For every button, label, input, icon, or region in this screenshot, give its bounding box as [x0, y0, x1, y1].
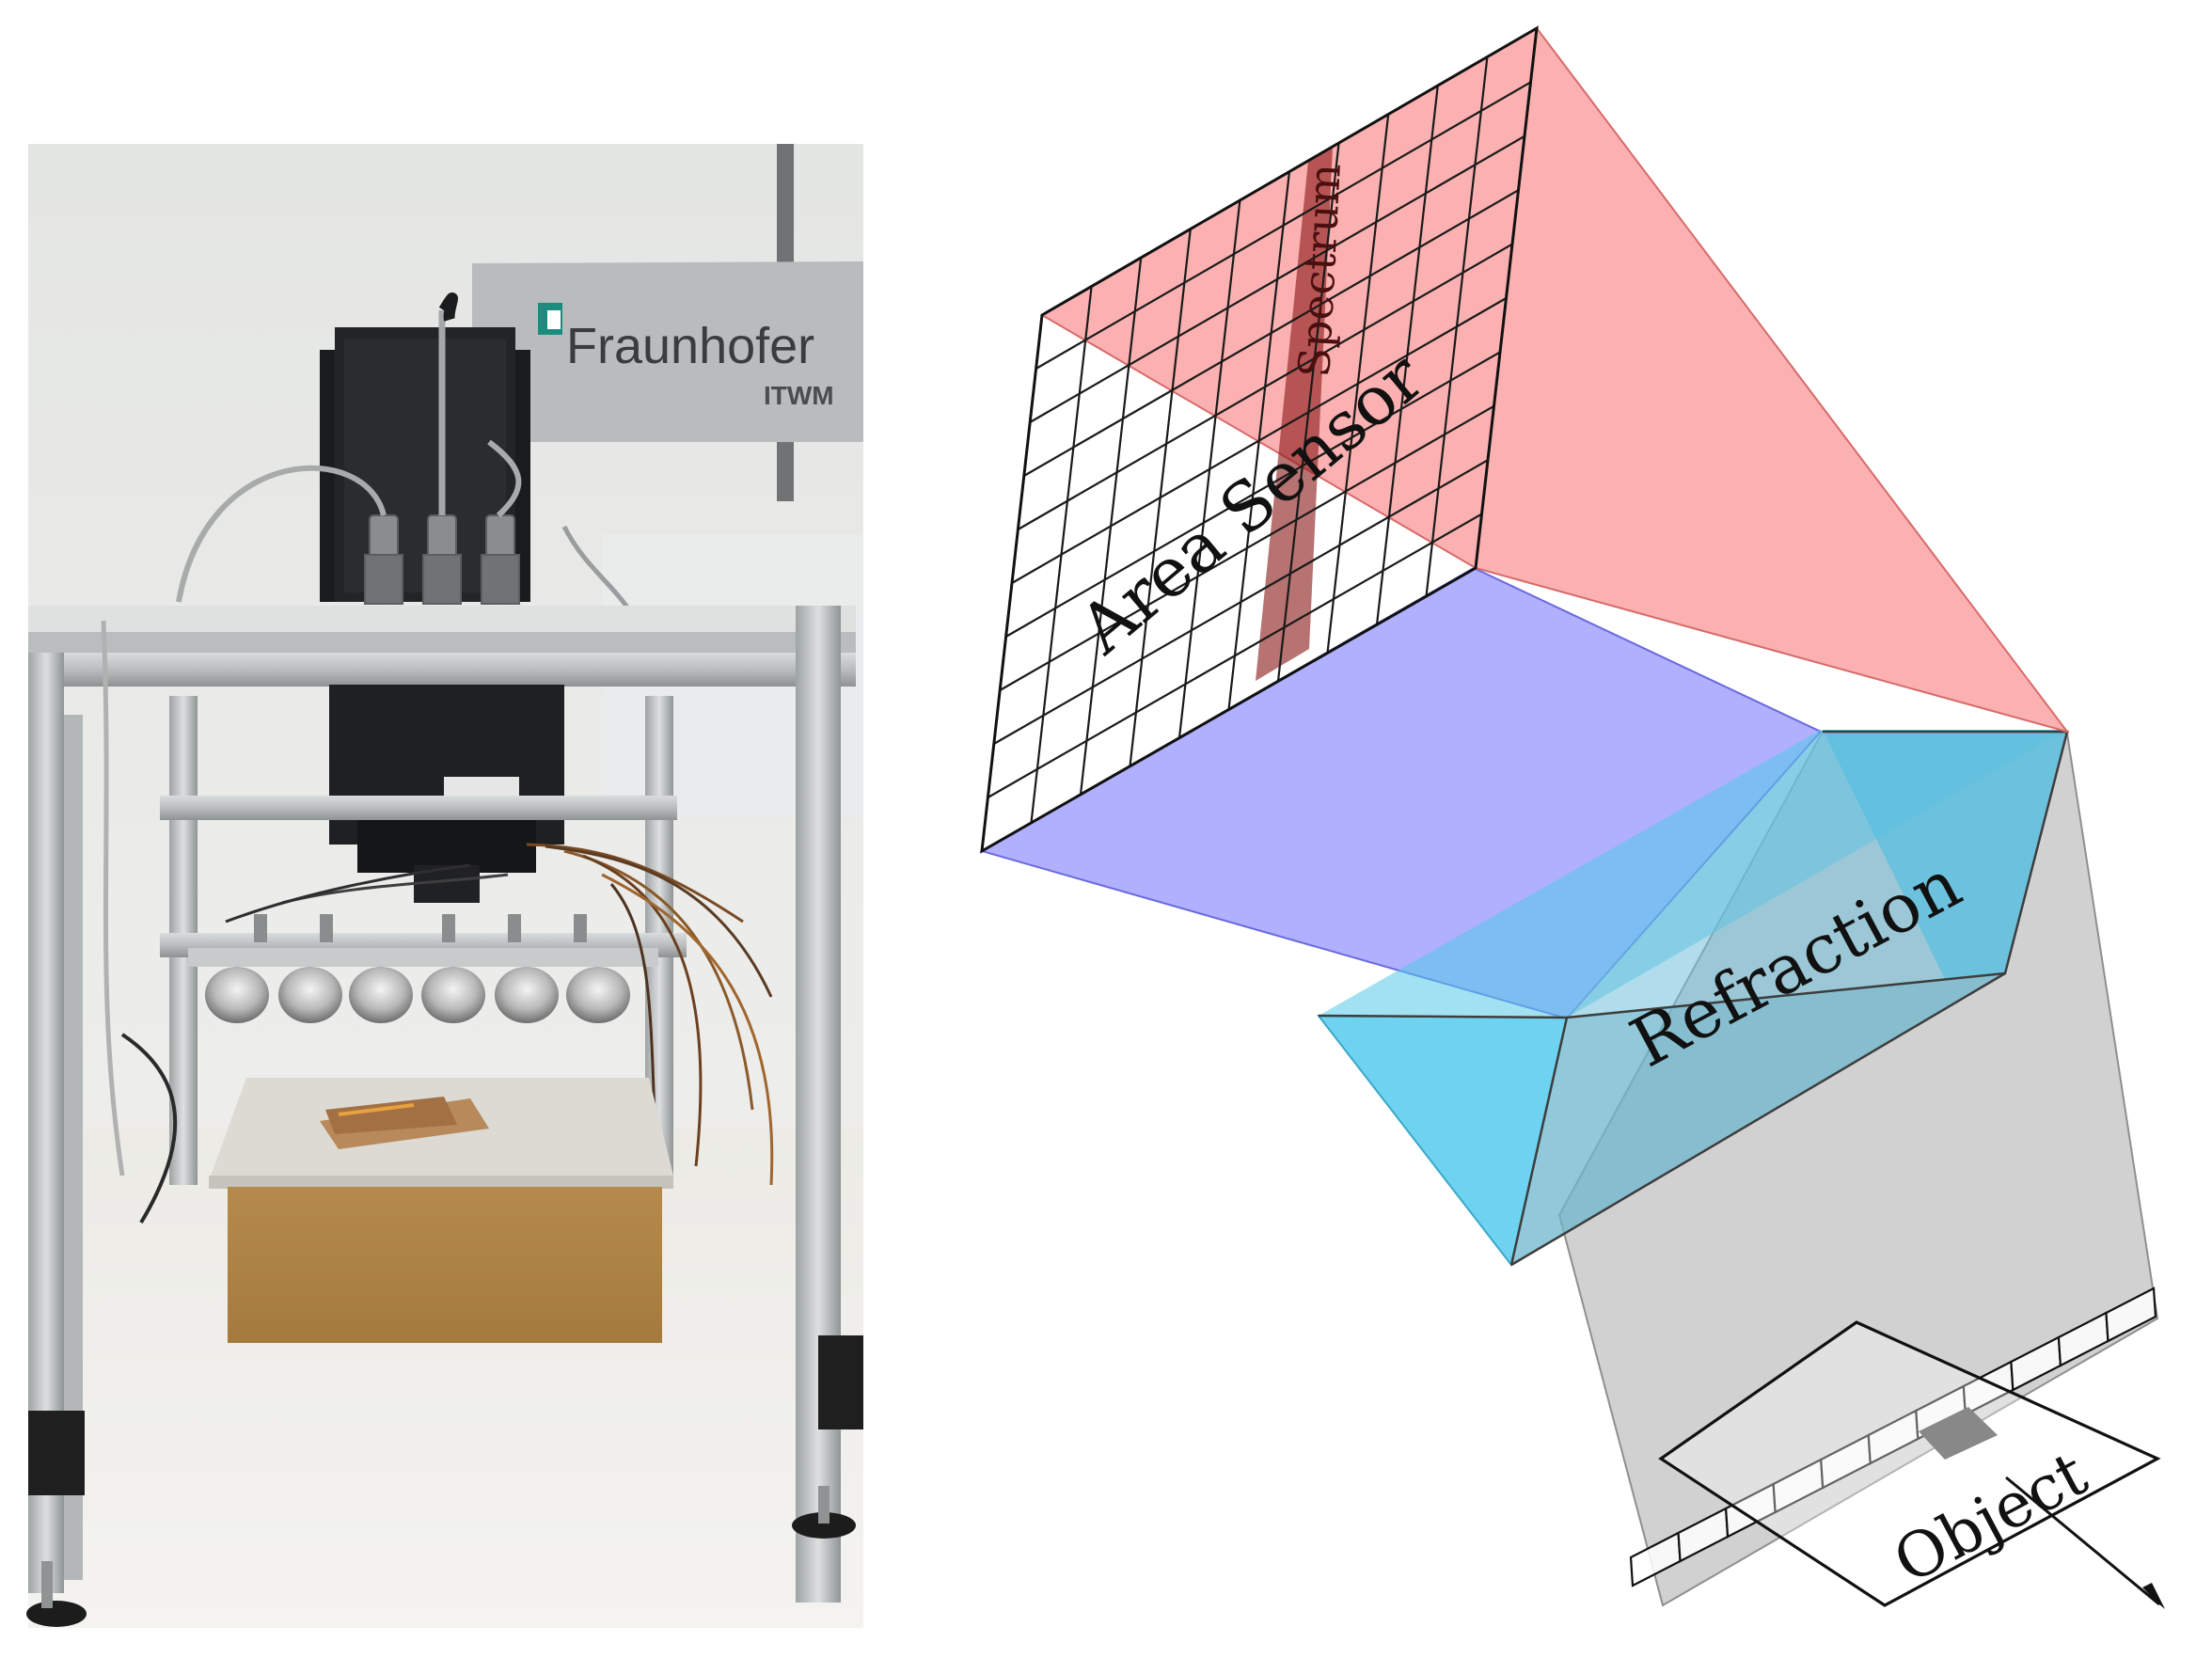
object-strip-cell — [2105, 1287, 2157, 1343]
sensor-grid-line — [993, 459, 1489, 745]
sensor-grid-line — [1005, 351, 1501, 638]
arrow-head-icon — [2142, 1583, 2165, 1609]
camera-body — [329, 685, 564, 903]
sensor-grid-line — [1011, 297, 1508, 584]
sensor-grid-line — [1276, 142, 1340, 682]
label-spectrum: Spectrum — [1288, 162, 1351, 378]
refraction-prism — [1316, 730, 2069, 1268]
sensor-grid-line — [1326, 114, 1390, 654]
logo-subtext: ITWM — [764, 381, 834, 410]
area-sensor-grid — [980, 25, 1539, 854]
frame-feet — [26, 1486, 856, 1627]
highlight-cell — [1919, 1407, 1998, 1460]
frame-top-plate — [28, 606, 856, 632]
camera-housing — [176, 292, 633, 613]
sensor-grid-line — [1375, 85, 1439, 625]
sensor-grid-line — [999, 404, 1495, 691]
lab-setup-photo: Fraunhofer ITWM — [26, 144, 863, 1628]
object-plane — [1629, 1287, 2165, 1609]
sample-stage — [209, 1078, 673, 1343]
fraunhofer-sign: Fraunhofer ITWM — [472, 261, 863, 442]
hyperspectral-diagram: Area Sensor Spectrum Refraction Object — [979, 25, 2165, 1609]
lamp-array — [188, 914, 658, 1023]
spectrum-band — [1256, 147, 1333, 681]
logo-text: Fraunhofer — [566, 318, 814, 374]
sensor-grid-line — [1425, 56, 1489, 597]
sensor-grid-line — [987, 513, 1483, 798]
wiring — [101, 620, 774, 1224]
